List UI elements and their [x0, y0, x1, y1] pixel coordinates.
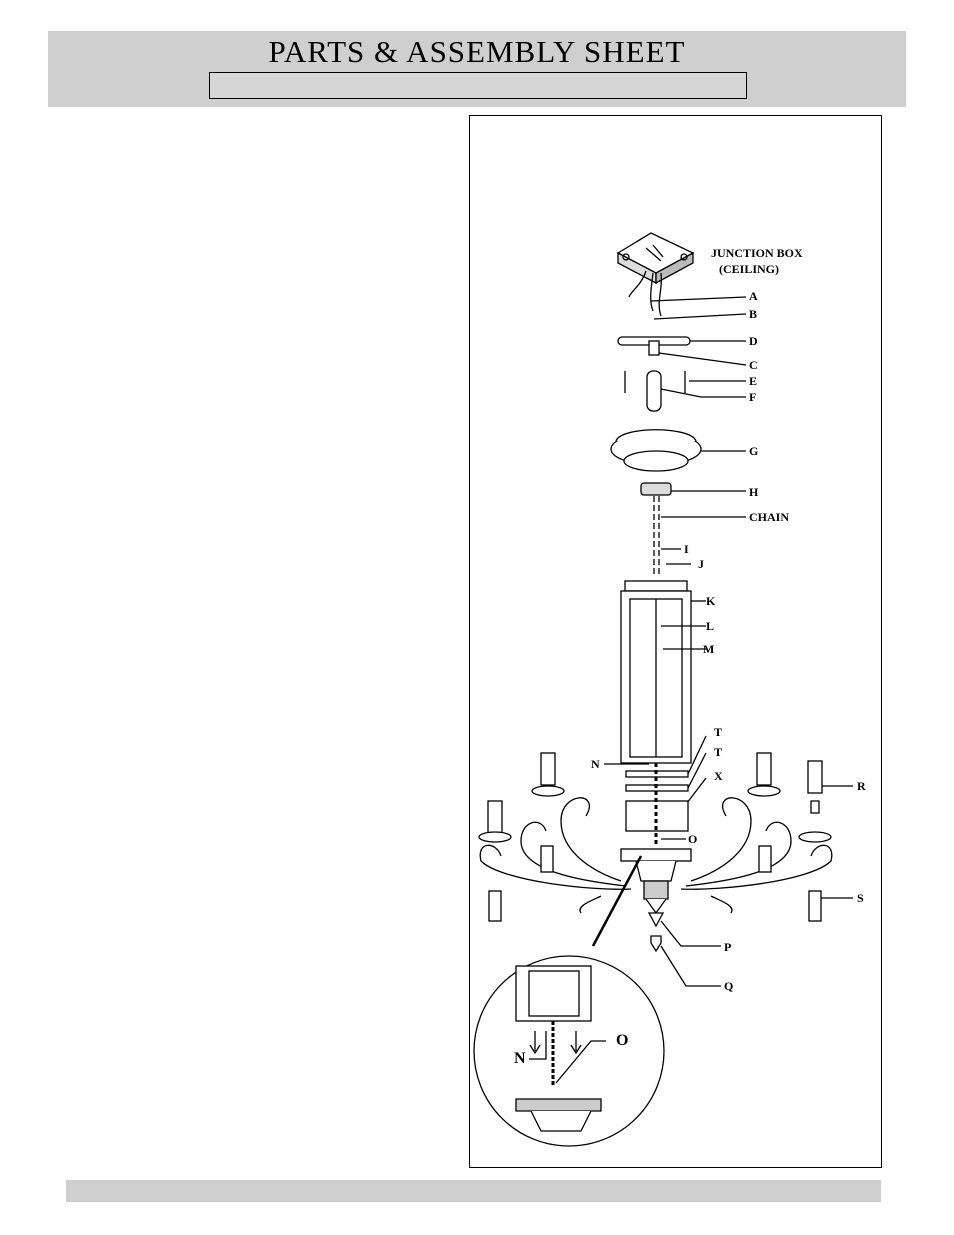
- label-K: K: [706, 594, 716, 608]
- footer-band: [66, 1180, 881, 1202]
- label-G: G: [749, 444, 758, 458]
- label-Q: Q: [724, 979, 733, 993]
- label-R: R: [857, 779, 866, 793]
- label-O: O: [688, 832, 697, 846]
- label-L: L: [706, 619, 714, 633]
- junction-box: [616, 232, 695, 285]
- label-E: E: [749, 374, 757, 388]
- label-N: N: [591, 757, 600, 771]
- label-junction-box: JUNCTION BOX: [711, 246, 803, 260]
- label-B: B: [749, 307, 757, 321]
- label-F: F: [749, 390, 756, 404]
- label-I: I: [684, 542, 689, 556]
- label-detail-O: O: [616, 1032, 628, 1049]
- label-A: A: [749, 289, 758, 303]
- chandelier-diagram-svg: JUNCTION BOX (CEILING) A B D C E F G H C…: [473, 232, 866, 1147]
- label-X: X: [714, 769, 723, 783]
- page-title: PARTS & ASSEMBLY SHEET: [268, 34, 686, 69]
- header-band: PARTS & ASSEMBLY SHEET: [48, 31, 906, 107]
- label-T1: T: [714, 725, 722, 739]
- label-M: M: [703, 642, 714, 656]
- label-S: S: [857, 891, 864, 905]
- label-H: H: [749, 485, 759, 499]
- label-chain: CHAIN: [749, 510, 789, 524]
- label-D: D: [749, 334, 758, 348]
- label-T2: T: [714, 745, 722, 759]
- label-J: J: [698, 557, 704, 571]
- label-C: C: [749, 358, 758, 372]
- label-ceiling: (CEILING): [719, 262, 779, 276]
- label-P: P: [724, 940, 731, 954]
- title-input-box: [209, 72, 747, 99]
- assembly-diagram: JUNCTION BOX (CEILING) A B D C E F G H C…: [469, 115, 882, 1168]
- label-detail-N: N: [514, 1050, 526, 1067]
